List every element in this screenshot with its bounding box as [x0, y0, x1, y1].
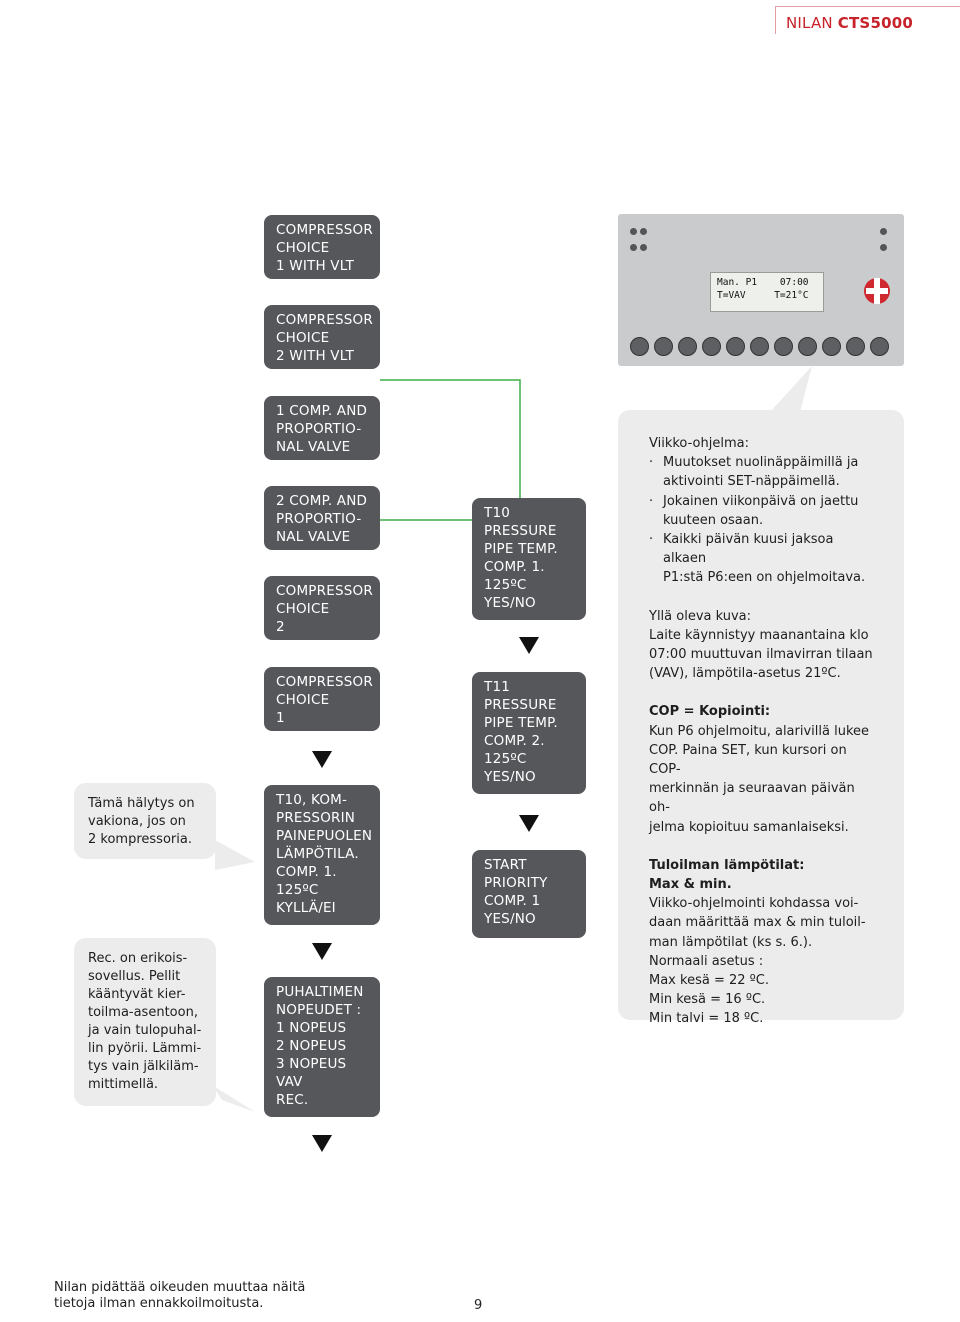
down-arrow-icon — [312, 943, 332, 960]
panel-led-icon — [880, 244, 887, 251]
alarm-note-text: Tämä hälytys on vakiona, jos on 2 kompre… — [88, 796, 195, 847]
panel-button-icon — [702, 337, 721, 356]
panel-led-icon — [630, 244, 637, 251]
down-arrow-icon — [519, 637, 539, 654]
supply-subtitle: Max & min. — [649, 877, 732, 893]
panel-led-icon — [640, 228, 647, 235]
footer-disclaimer: Nilan pidättää oikeuden muuttaa näitä ti… — [54, 1280, 306, 1311]
header-rule — [775, 6, 960, 7]
panel-button-icon — [750, 337, 769, 356]
supply-text: Viikko-ohjelmointi kohdassa voi- daan mä… — [649, 896, 866, 1027]
image-title: Yllä oleva kuva: — [649, 608, 752, 624]
flow-box-t10-pressure: T10 PRESSURE PIPE TEMP. COMP. 1. 125ºC Y… — [472, 498, 586, 620]
alarm-note: Tämä hälytys on vakiona, jos on 2 kompre… — [74, 783, 216, 859]
panel-button-icon — [774, 337, 793, 356]
panel-display-line1: Man. P1 07:00 — [717, 277, 809, 288]
panel-button-icon — [654, 337, 673, 356]
week-bullet: ·Jokainen viikonpäivä on jaettu kuuteen … — [649, 492, 874, 530]
flow-box-t11-pressure: T11 PRESSURE PIPE TEMP. COMP. 2. 125ºC Y… — [472, 672, 586, 794]
image-text: Laite käynnistyy maanantaina klo 07:00 m… — [649, 627, 873, 682]
down-arrow-icon — [519, 815, 539, 832]
week-bullet-text: Kaikki päivän kuusi jaksoa alkaen P1:stä… — [663, 532, 866, 586]
week-title: Viikko-ohjelma: — [649, 436, 749, 451]
panel-button-icon — [726, 337, 745, 356]
panel-led-icon — [630, 228, 637, 235]
panel-button-icon — [630, 337, 649, 356]
week-bullet: ·Kaikki päivän kuusi jaksoa alkaen P1:st… — [649, 530, 874, 588]
week-program-note: Viikko-ohjelma: ·Muutokset nuolinäppäimi… — [618, 410, 904, 1026]
page-number: 9 — [474, 1298, 483, 1313]
flow-box-start-priority: START PRIORITY COMP. 1 YES/NO — [472, 850, 586, 938]
week-bullet: ·Muutokset nuolinäppäimillä ja aktivoint… — [649, 453, 874, 491]
flow-box-compressor-choice-1: COMPRESSOR CHOICE 1 — [264, 667, 380, 731]
brand-model: CTS5000 — [837, 14, 913, 32]
panel-button-icon — [798, 337, 817, 356]
brand-logo: NILAN CTS5000 — [786, 14, 913, 32]
header-rule-tick — [775, 6, 776, 34]
flow-box-compressor-choice-1-vlt: COMPRESSOR CHOICE 1 WITH VLT — [264, 215, 380, 279]
panel-led-icon — [880, 228, 887, 235]
panel-button-icon — [870, 337, 889, 356]
week-bullet-text: Muutokset nuolinäppäimillä ja aktivointi… — [663, 455, 859, 490]
supply-title: Tuloilman lämpötilat: — [649, 857, 805, 873]
brand-prefix: NILAN — [786, 14, 838, 32]
flow-box-2-comp-proportional: 2 COMP. AND PROPORTIO- NAL VALVE — [264, 486, 380, 550]
panel-led-icon — [640, 244, 647, 251]
rec-note: Rec. on erikois- sovellus. Pellit käänty… — [74, 938, 216, 1106]
panel-button-icon — [822, 337, 841, 356]
panel-button-icon — [678, 337, 697, 356]
flow-box-t10-kompressori: T10, KOM- PRESSORIN PAINEPUOLEN LÄMPÖTIL… — [264, 785, 380, 925]
cop-text: Kun P6 ohjelmoitu, alarivillä lukee COP.… — [649, 723, 870, 835]
flow-box-puhaltimen-nopeudet: PUHALTIMEN NOPEUDET : 1 NOPEUS 2 NOPEUS … — [264, 977, 380, 1117]
rec-note-text: Rec. on erikois- sovellus. Pellit käänty… — [88, 951, 202, 1092]
flow-box-compressor-choice-2-vlt: COMPRESSOR CHOICE 2 WITH VLT — [264, 305, 380, 369]
down-arrow-icon — [312, 751, 332, 768]
week-bullet-text: Jokainen viikonpäivä on jaettu kuuteen o… — [663, 493, 859, 528]
panel-button-icon — [846, 337, 865, 356]
panel-display-line2: T=VAV T=21°C — [717, 290, 809, 301]
down-arrow-icon — [312, 1135, 332, 1152]
nilan-logo-icon — [864, 278, 890, 304]
flow-box-1-comp-proportional: 1 COMP. AND PROPORTIO- NAL VALVE — [264, 396, 380, 460]
flow-box-compressor-choice-2: COMPRESSOR CHOICE 2 — [264, 576, 380, 640]
cop-title: COP = Kopiointi: — [649, 704, 771, 720]
